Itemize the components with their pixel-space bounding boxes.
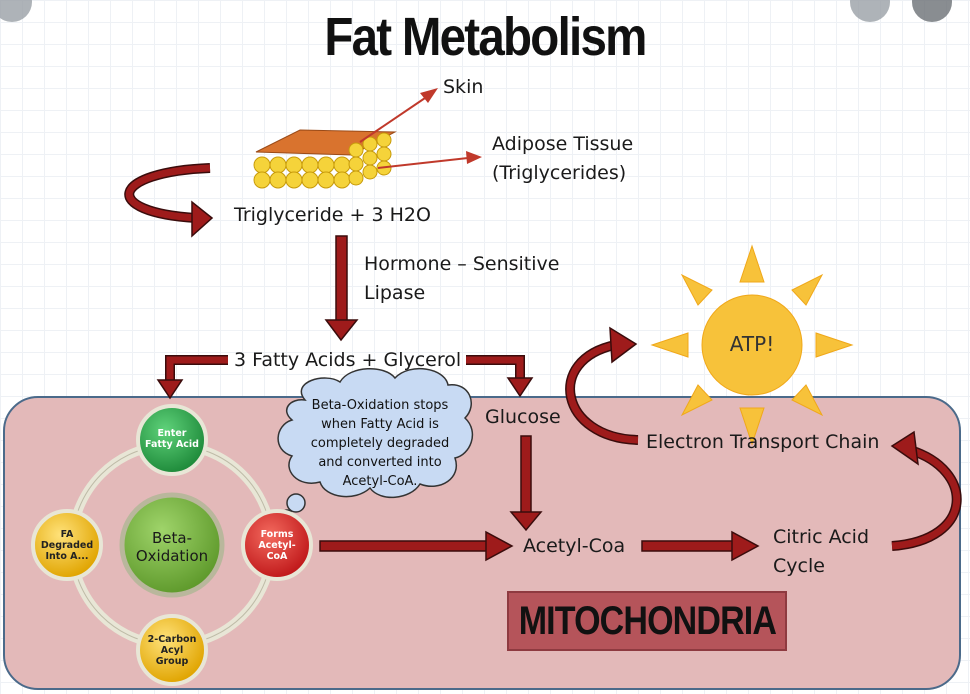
label-triglyceride: Triglyceride + 3 H2O [234, 204, 431, 226]
cycle-node-forms-acetyl-coa [241, 509, 313, 581]
node-label-top: Enter Fatty Acid [145, 428, 199, 450]
label-hormone-line1: Hormone – Sensitive [364, 253, 560, 275]
beta-oxidation-cycle [31, 404, 313, 686]
label-atp: ATP! [729, 332, 775, 356]
diagram-title: Fat Metabolism [324, 7, 647, 67]
cloud-text: Beta-Oxidation stops when Fatty Acid is … [310, 398, 450, 489]
label-acetyl-coa: Acetyl-Coa [523, 535, 626, 557]
node-label-left: FA Degraded Into A... [40, 529, 94, 562]
adipose-tissue-illustration [253, 88, 482, 189]
next-button[interactable] [912, 0, 952, 22]
node-label-right: Forms Acetyl- CoA [258, 529, 296, 562]
label-glucose: Glucose [485, 406, 561, 428]
label-citric-line1: Citric Acid [773, 526, 870, 548]
label-hormone-line2: Lipase [364, 282, 426, 304]
thought-cloud [277, 367, 474, 521]
left-nav-button[interactable] [0, 0, 32, 22]
cycle-node-fa-degraded [31, 509, 103, 581]
label-electron-transport-chain: Electron Transport Chain [646, 431, 880, 453]
atp-sun-icon [650, 244, 854, 446]
glucose-to-acetyl-arrow [509, 435, 543, 532]
node-label-bottom: 2-Carbon Acyl Group [147, 634, 197, 667]
lipase-arrow [324, 235, 359, 342]
citric-to-etc-arrow [890, 430, 962, 551]
label-skin: Skin [443, 76, 484, 98]
cycle-node-enter-fatty-acid [136, 404, 208, 476]
glycerol-to-glucose-arrow [466, 355, 534, 398]
beta-oxidation-to-acetyl-arrow [319, 530, 514, 562]
mitochondria-label-box: MITOCHONDRIA [507, 591, 787, 651]
etc-to-atp-arrow [565, 326, 639, 445]
label-citric-line2: Cycle [773, 555, 825, 577]
acetyl-to-citric-arrow [641, 530, 760, 562]
prev-button[interactable] [850, 0, 890, 22]
mitochondria-label: MITOCHONDRIA [518, 598, 776, 643]
cycle-center-label: Beta- Oxidation [135, 529, 209, 565]
recycle-curved-arrow [124, 163, 214, 238]
cycle-node-2-carbon-acyl [136, 614, 208, 686]
label-adipose-line2: (Triglycerides) [492, 162, 627, 184]
label-fatty-acids: 3 Fatty Acids + Glycerol [234, 349, 462, 371]
fatty-acid-to-cycle-arrow [156, 355, 228, 400]
label-adipose-line1: Adipose Tissue [492, 133, 634, 155]
